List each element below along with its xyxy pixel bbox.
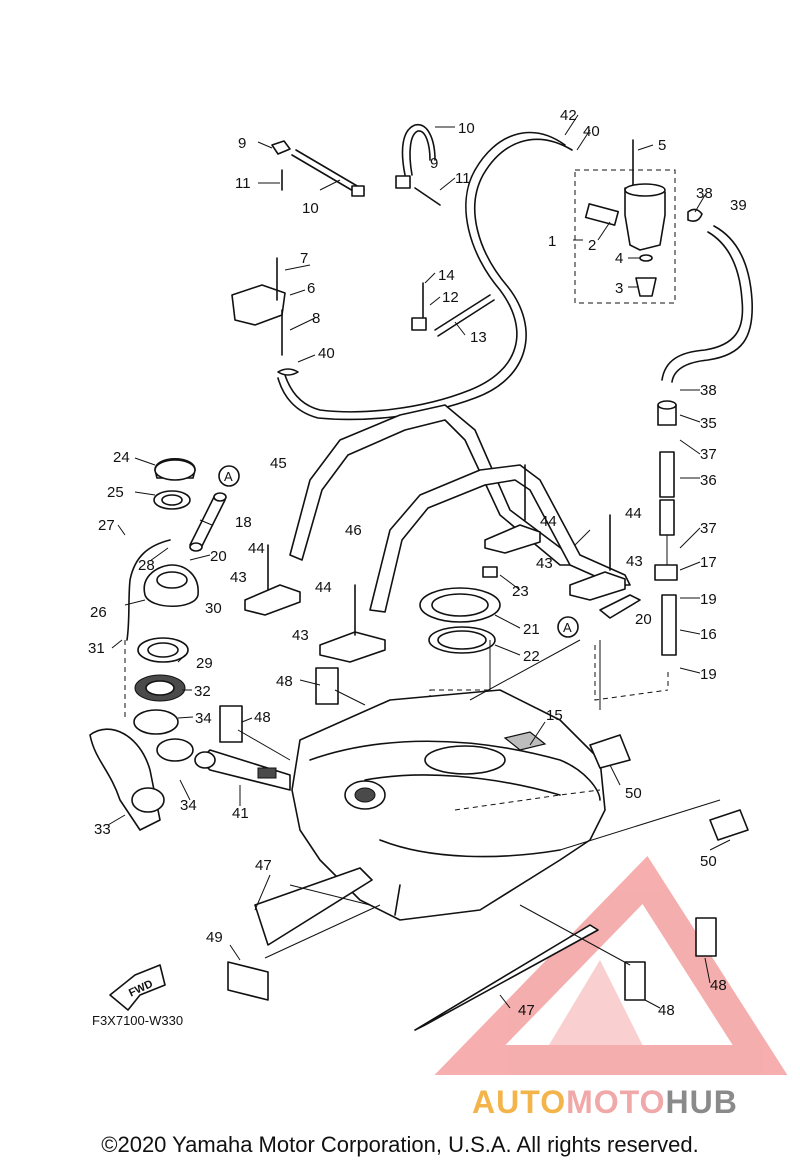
ref-a-2: A (563, 620, 572, 635)
callout-28: 28 (138, 557, 155, 574)
fwd-arrow-icon: FWD (109, 964, 166, 1011)
vent-hose-assembly (594, 400, 678, 701)
callout-34a: 34 (195, 710, 212, 727)
callout-26: 26 (90, 604, 107, 621)
strap-45 (289, 404, 576, 566)
callout-37b: 37 (700, 520, 717, 537)
ref-a-1: A (224, 469, 233, 484)
callout-43d: 43 (292, 627, 309, 644)
bracket-6 (231, 257, 299, 376)
callout-32: 32 (194, 683, 211, 700)
callout-45: 45 (270, 455, 287, 472)
callout-47b: 47 (518, 1002, 535, 1019)
pads-47-50 (219, 667, 749, 1031)
callout-34b: 34 (180, 797, 197, 814)
callout-9b: 9 (430, 155, 438, 172)
callout-4: 4 (615, 250, 623, 267)
callout-24: 24 (113, 449, 130, 466)
callout-16: 16 (700, 626, 717, 643)
callout-42: 42 (560, 107, 577, 124)
callout-17: 17 (700, 554, 717, 571)
callout-23: 23 (512, 583, 529, 600)
callout-1: 1 (548, 233, 556, 250)
callout-19a: 19 (700, 591, 717, 608)
part-code: F3X7100-W330 (92, 1013, 184, 1028)
callout-21: 21 (523, 621, 540, 638)
callout-10a: 10 (458, 120, 475, 137)
callout-29: 29 (196, 655, 213, 672)
callout-20b: 20 (635, 611, 652, 628)
callout-25: 25 (107, 484, 124, 501)
callout-38b: 38 (700, 382, 717, 399)
callout-9a: 9 (238, 135, 246, 152)
callout-35: 35 (700, 415, 717, 432)
fuel-filter-assembly (574, 139, 703, 304)
callout-14: 14 (438, 267, 455, 284)
callout-40b: 40 (318, 345, 335, 362)
leader-lines (107, 114, 731, 1009)
pump-flange-21-22 (419, 566, 501, 654)
watermark-logo (434, 855, 788, 1075)
callout-30: 30 (205, 600, 222, 617)
callout-41: 41 (232, 805, 249, 822)
callout-39: 39 (730, 197, 747, 214)
callout-22: 22 (523, 648, 540, 665)
fuel-hose-42 (277, 131, 573, 421)
callout-15: 15 (546, 707, 563, 724)
filler-assembly (89, 458, 291, 831)
callout-11a: 11 (235, 175, 251, 192)
callout-43a: 43 (536, 555, 553, 572)
tank-brackets-43 (244, 464, 626, 663)
watermark-moto: MOTO (566, 1084, 666, 1120)
callout-48c: 48 (710, 977, 727, 994)
callout-11b: 11 (455, 170, 471, 187)
callout-50b: 50 (700, 853, 717, 870)
callout-labels: 42 40 5 38 39 1 2 4 3 9 10 9 11 11 10 7 … (88, 107, 747, 1019)
callout-40a: 40 (583, 123, 600, 140)
callout-10b: 10 (302, 200, 319, 217)
callout-12: 12 (442, 289, 459, 306)
callout-49: 49 (206, 929, 223, 946)
fuel-hose-39 (661, 225, 753, 383)
callout-36: 36 (700, 472, 717, 489)
callout-7: 7 (300, 250, 308, 267)
callout-13: 13 (470, 329, 487, 346)
callout-44b: 44 (625, 505, 642, 522)
callout-44a: 44 (540, 513, 557, 530)
callout-47a: 47 (255, 857, 272, 874)
callout-37a: 37 (700, 446, 717, 463)
callout-44d: 44 (315, 579, 332, 596)
watermark-hub: HUB (665, 1084, 738, 1120)
callout-3: 3 (615, 280, 623, 297)
callout-5: 5 (658, 137, 666, 154)
callout-48d: 48 (658, 1002, 675, 1019)
callout-48a: 48 (276, 673, 293, 690)
callout-18: 18 (235, 514, 252, 531)
callout-19b: 19 (700, 666, 717, 683)
callout-38a: 38 (696, 185, 713, 202)
callout-6: 6 (307, 280, 315, 297)
watermark-auto: AUTO (472, 1084, 567, 1120)
callout-50a: 50 (625, 785, 642, 802)
callout-46: 46 (345, 522, 362, 539)
callout-31: 31 (88, 640, 105, 657)
copyright-notice: ©2020 Yamaha Motor Corporation, U.S.A. A… (101, 1132, 699, 1157)
callout-2: 2 (588, 237, 596, 254)
callout-8: 8 (312, 310, 320, 327)
watermark-text: AUTOMOTOHUB (472, 1084, 738, 1121)
callout-43c: 43 (230, 569, 247, 586)
callout-43b: 43 (626, 553, 643, 570)
callout-33: 33 (94, 821, 111, 838)
callout-20a: 20 (210, 548, 227, 565)
reference-a-markers: A A (218, 465, 579, 638)
cable-ties-and-clips (271, 124, 495, 337)
callout-27: 27 (98, 517, 115, 534)
callout-44c: 44 (248, 540, 265, 557)
callout-48b: 48 (254, 709, 271, 726)
